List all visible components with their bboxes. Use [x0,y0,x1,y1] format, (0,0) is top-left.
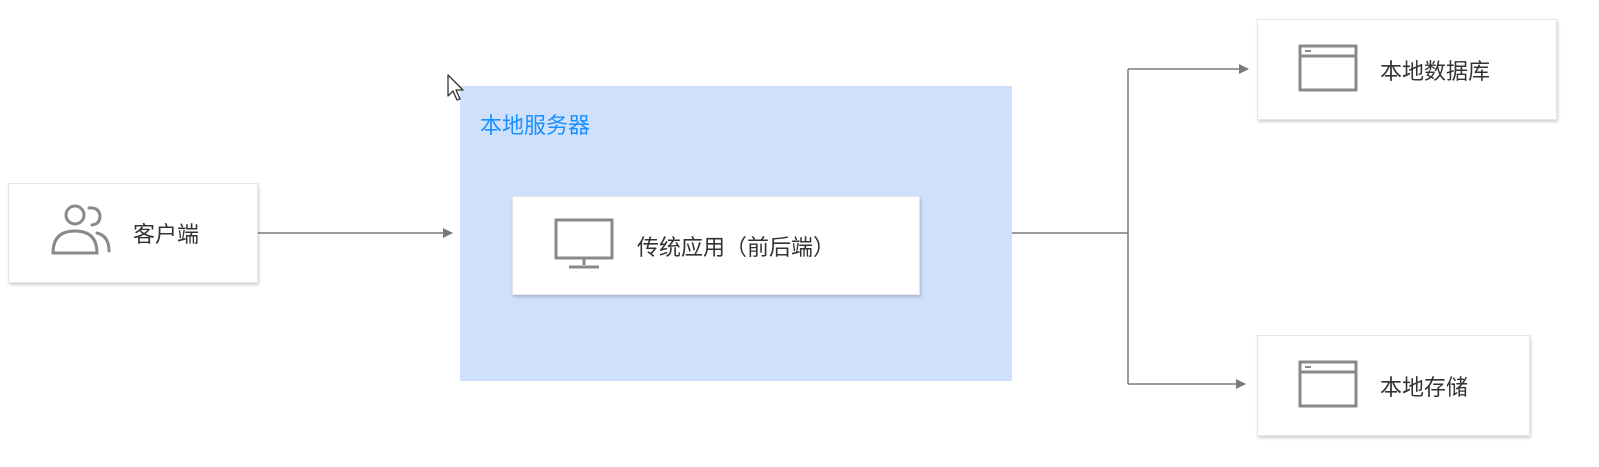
window-icon [1298,43,1358,97]
users-icon [49,203,113,263]
mouse-cursor-icon [447,74,464,101]
database-label: 本地数据库 [1380,59,1491,85]
server-zone-title: 本地服务器 [480,114,591,139]
storage-node[interactable]: 本地存储 [1257,335,1530,436]
database-node[interactable]: 本地数据库 [1257,19,1557,120]
app-node[interactable]: 传统应用（前后端） [512,196,920,295]
app-label: 传统应用（前后端） [637,235,836,261]
client-label: 客户端 [133,223,200,248]
client-node[interactable]: 客户端 [8,183,258,283]
storage-label: 本地存储 [1380,375,1469,401]
monitor-icon [553,217,615,275]
window-icon [1298,359,1358,413]
